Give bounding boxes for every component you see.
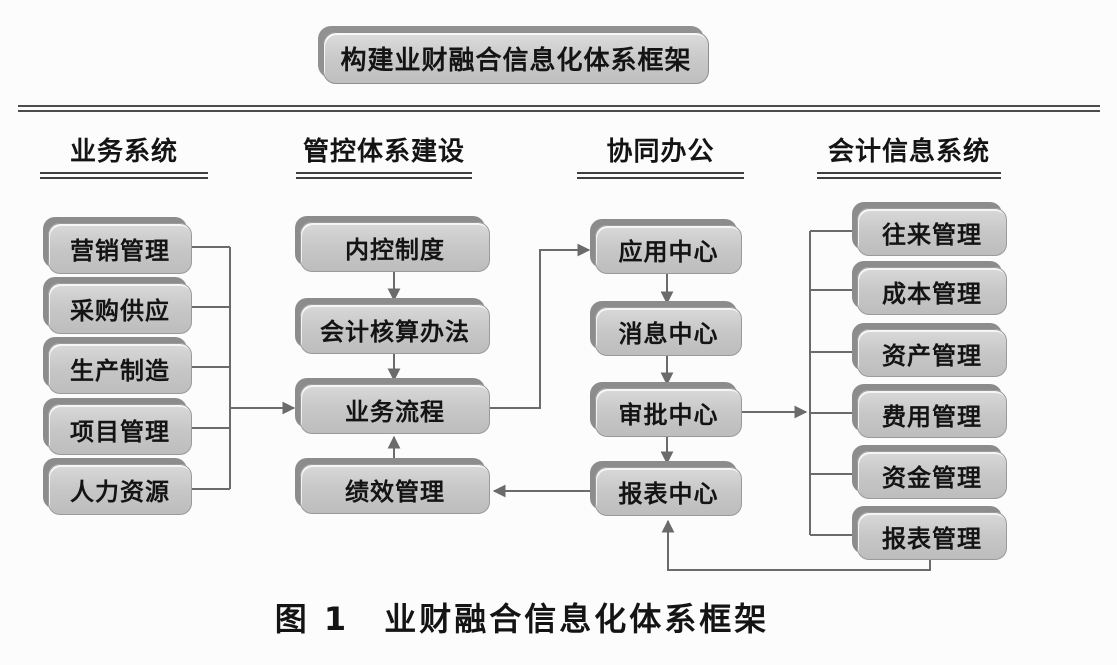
- column-header-collaborative-office: 协同办公: [577, 136, 744, 179]
- header-underline: [40, 172, 208, 179]
- node-asset-management: 资产管理: [857, 329, 1007, 377]
- arrow-report-management-to-report-center: [661, 519, 931, 571]
- node-cost-management: 成本管理: [857, 267, 1007, 315]
- node-funds-management: 资金管理: [857, 451, 1007, 499]
- column-header-business-system: 业务系统: [40, 136, 208, 179]
- node-application-center: 应用中心: [595, 225, 742, 274]
- column-header-label: 协同办公: [606, 137, 715, 167]
- node-expense-management: 费用管理: [857, 390, 1007, 438]
- node-production-manufacturing: 生产制造: [48, 343, 192, 394]
- column-header-label: 会计信息系统: [827, 137, 990, 167]
- column-header-label: 业务系统: [69, 137, 178, 167]
- node-message-center: 消息中心: [595, 307, 742, 356]
- diagram-title: 构建业财融合信息化体系框架: [340, 45, 692, 76]
- column-header-control-system: 管控体系建设: [296, 136, 472, 179]
- diagram-title-box: 构建业财融合信息化体系框架: [323, 32, 709, 84]
- node-approval-center: 审批中心: [595, 388, 742, 437]
- node-current-accounts-management: 往来管理: [857, 208, 1007, 256]
- node-report-management: 报表管理: [857, 512, 1007, 560]
- figure-caption: 图 1 业财融合信息化体系框架: [274, 600, 770, 638]
- arrow-business-process-to-application-center: [488, 243, 591, 409]
- node-performance-management: 绩效管理: [300, 464, 490, 514]
- column-header-label: 管控体系建设: [302, 137, 465, 167]
- header-underline: [817, 172, 1001, 179]
- node-procurement-supply: 采购供应: [48, 283, 192, 334]
- column-header-accounting-information-system: 会计信息系统: [817, 136, 1001, 179]
- node-internal-control-system: 内控制度: [300, 222, 490, 272]
- node-project-management: 项目管理: [48, 404, 192, 455]
- node-accounting-method: 会计核算办法: [300, 304, 490, 354]
- node-report-center: 报表中心: [595, 467, 742, 516]
- header-underline: [296, 172, 472, 179]
- node-business-process: 业务流程: [300, 384, 490, 434]
- top-divider: [18, 105, 1100, 112]
- header-underline: [577, 172, 744, 179]
- accounting-system-bus-line: [809, 230, 857, 536]
- node-human-resources: 人力资源: [48, 464, 192, 515]
- node-marketing-management: 营销管理: [48, 223, 192, 274]
- business-systems-bus-line: [190, 246, 231, 490]
